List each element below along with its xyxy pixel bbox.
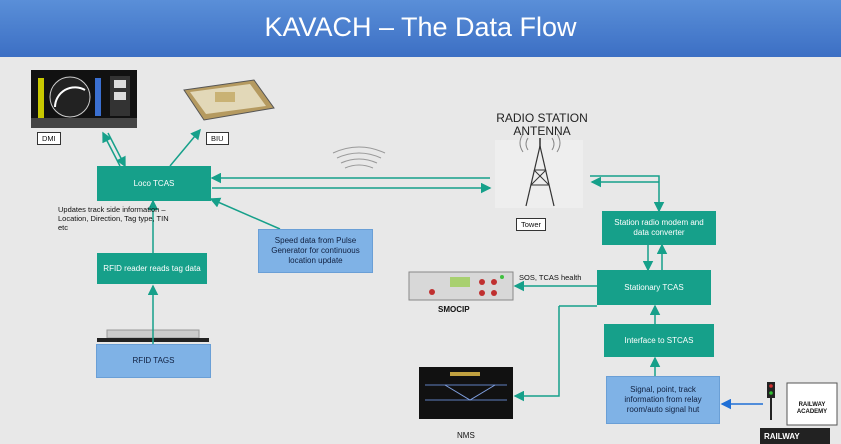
biu-device-image [183, 79, 275, 121]
nms-label: NMS [457, 431, 475, 440]
dmi-display-image [31, 70, 137, 128]
loco-tcas-box: Loco TCAS [97, 166, 211, 201]
updates-text: Updates track side information – Locatio… [58, 205, 169, 232]
stationary-tcas-box: Stationary TCAS [597, 270, 711, 305]
station-modem-box: Station radio modem and data converter [602, 211, 716, 245]
rfid-tags-box: RFID TAGS [96, 344, 211, 378]
smocip-device-image [408, 271, 514, 301]
antenna-caption-line-2: ANTENNA [513, 124, 571, 138]
academy-bottom-text: RAILWAY [764, 432, 800, 441]
biu-label: BIU [206, 132, 229, 145]
signal-info-box: Signal, point, track information from re… [606, 376, 720, 424]
academy-logo-text: RAILWAY ACADEMY [789, 402, 835, 416]
tower-image [495, 133, 583, 208]
tower-label: Tower [516, 218, 547, 231]
nms-screen-image [419, 367, 513, 419]
flow-arrows [102, 128, 668, 402]
rfid-reader-box: RFID reader reads tag data [97, 253, 207, 284]
slide-title: KAVACH – The Data Flow [264, 12, 577, 42]
railway-academy-logo [760, 382, 838, 444]
antenna-caption-line-1: RADIO STATION [496, 111, 588, 125]
signal-post-image [767, 382, 775, 420]
smocip-label: SMOCIP [438, 305, 470, 314]
academy-logo-line-2: ACADEMY [796, 409, 828, 415]
dmi-label: DMI [37, 132, 61, 145]
interface-stcas-box: Interface to STCAS [604, 324, 714, 357]
academy-logo-line-1: RAILWAY [798, 402, 826, 408]
sos-text: SOS, TCAS health [519, 273, 582, 282]
title-bar: KAVACH – The Data Flow [0, 0, 841, 57]
wireless-icon [332, 146, 386, 169]
antenna-caption: RADIO STATION ANTENNA [496, 112, 588, 138]
speed-data-box: Speed data from Pulse Generator for cont… [258, 229, 373, 273]
